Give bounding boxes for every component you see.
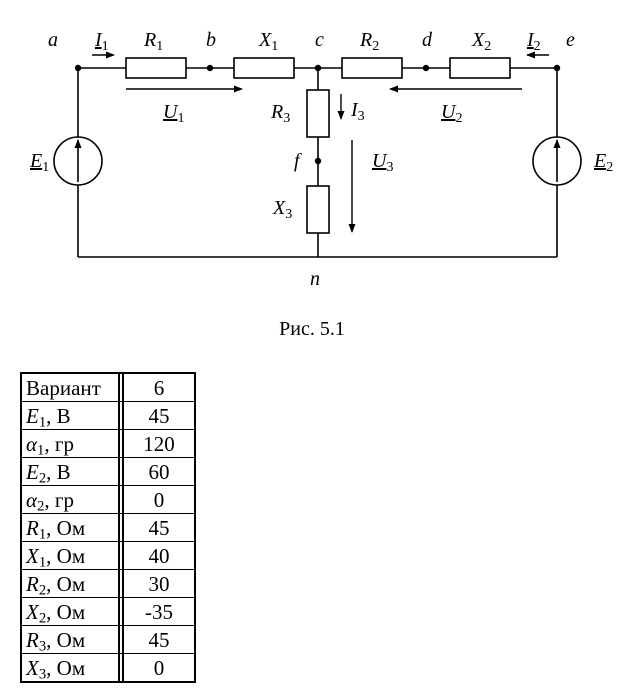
- param-name: α2, гр: [20, 486, 120, 514]
- voltage-labels: U1 U2 U3: [163, 101, 462, 175]
- variant-label: Вариант: [20, 372, 120, 402]
- node-a: a: [48, 29, 58, 51]
- label-e2: E2: [593, 150, 613, 175]
- table-row: X2, Ом-35: [20, 598, 196, 626]
- param-value: -35: [122, 598, 196, 626]
- resistor-r1: [125, 57, 187, 79]
- param-value: 60: [122, 458, 196, 486]
- reactance-x2: [449, 57, 511, 79]
- param-name: E1, В: [20, 402, 120, 430]
- param-name: R1, Ом: [20, 514, 120, 542]
- label-r3: R3: [270, 101, 290, 126]
- label-i1: I1: [94, 29, 109, 54]
- param-name: X2, Ом: [20, 598, 120, 626]
- source-labels: E1 E2: [29, 150, 613, 175]
- node-d: d: [422, 29, 433, 51]
- label-r2: R2: [359, 29, 379, 54]
- node-f: f: [294, 150, 302, 172]
- param-value: 120: [122, 430, 196, 458]
- param-value: 0: [122, 654, 196, 683]
- param-value: 30: [122, 570, 196, 598]
- param-name: α1, гр: [20, 430, 120, 458]
- label-x1: X1: [258, 29, 278, 54]
- param-name: X1, Ом: [20, 542, 120, 570]
- node-e: e: [566, 29, 575, 51]
- label-u1: U1: [163, 101, 184, 126]
- param-value: 0: [122, 486, 196, 514]
- circuit-diagram: a b c d e f n R1 X1 R2 X2 R3 X3 I1 I2 I3…: [29, 29, 613, 290]
- param-value: 45: [122, 402, 196, 430]
- param-value: 45: [122, 514, 196, 542]
- label-e1: E1: [29, 150, 49, 175]
- label-x3: X3: [272, 197, 292, 222]
- label-i3: I3: [350, 99, 365, 124]
- current-labels: I1 I2 I3: [94, 29, 541, 124]
- param-name: E2, В: [20, 458, 120, 486]
- param-value: 40: [122, 542, 196, 570]
- node-c: c: [315, 29, 324, 51]
- param-name: R2, Ом: [20, 570, 120, 598]
- resistor-r2: [341, 57, 403, 79]
- source-e1: [53, 136, 103, 186]
- wires: [77, 67, 558, 258]
- table-header-row: Вариант 6: [20, 372, 196, 402]
- param-name: X3, Ом: [20, 654, 120, 683]
- label-u3: U3: [372, 150, 393, 175]
- param-name: R3, Ом: [20, 626, 120, 654]
- param-value: 45: [122, 626, 196, 654]
- arrows: [92, 51, 549, 233]
- node-b: b: [206, 29, 216, 51]
- source-e2: [532, 136, 582, 186]
- label-u2: U2: [441, 101, 462, 126]
- label-i2: I2: [526, 29, 541, 54]
- label-x2: X2: [471, 29, 491, 54]
- junction-dots: [74, 64, 561, 165]
- label-r1: R1: [143, 29, 163, 54]
- reactance-x1: [233, 57, 295, 79]
- variant-value: 6: [122, 372, 196, 402]
- resistor-r3: [306, 89, 330, 138]
- component-labels: R1 X1 R2 X2 R3 X3: [143, 29, 491, 222]
- figure-caption: Рис. 5.1: [279, 318, 345, 340]
- node-labels: a b c d e f n: [48, 29, 575, 290]
- node-n: n: [310, 268, 320, 290]
- reactance-x3: [306, 185, 330, 234]
